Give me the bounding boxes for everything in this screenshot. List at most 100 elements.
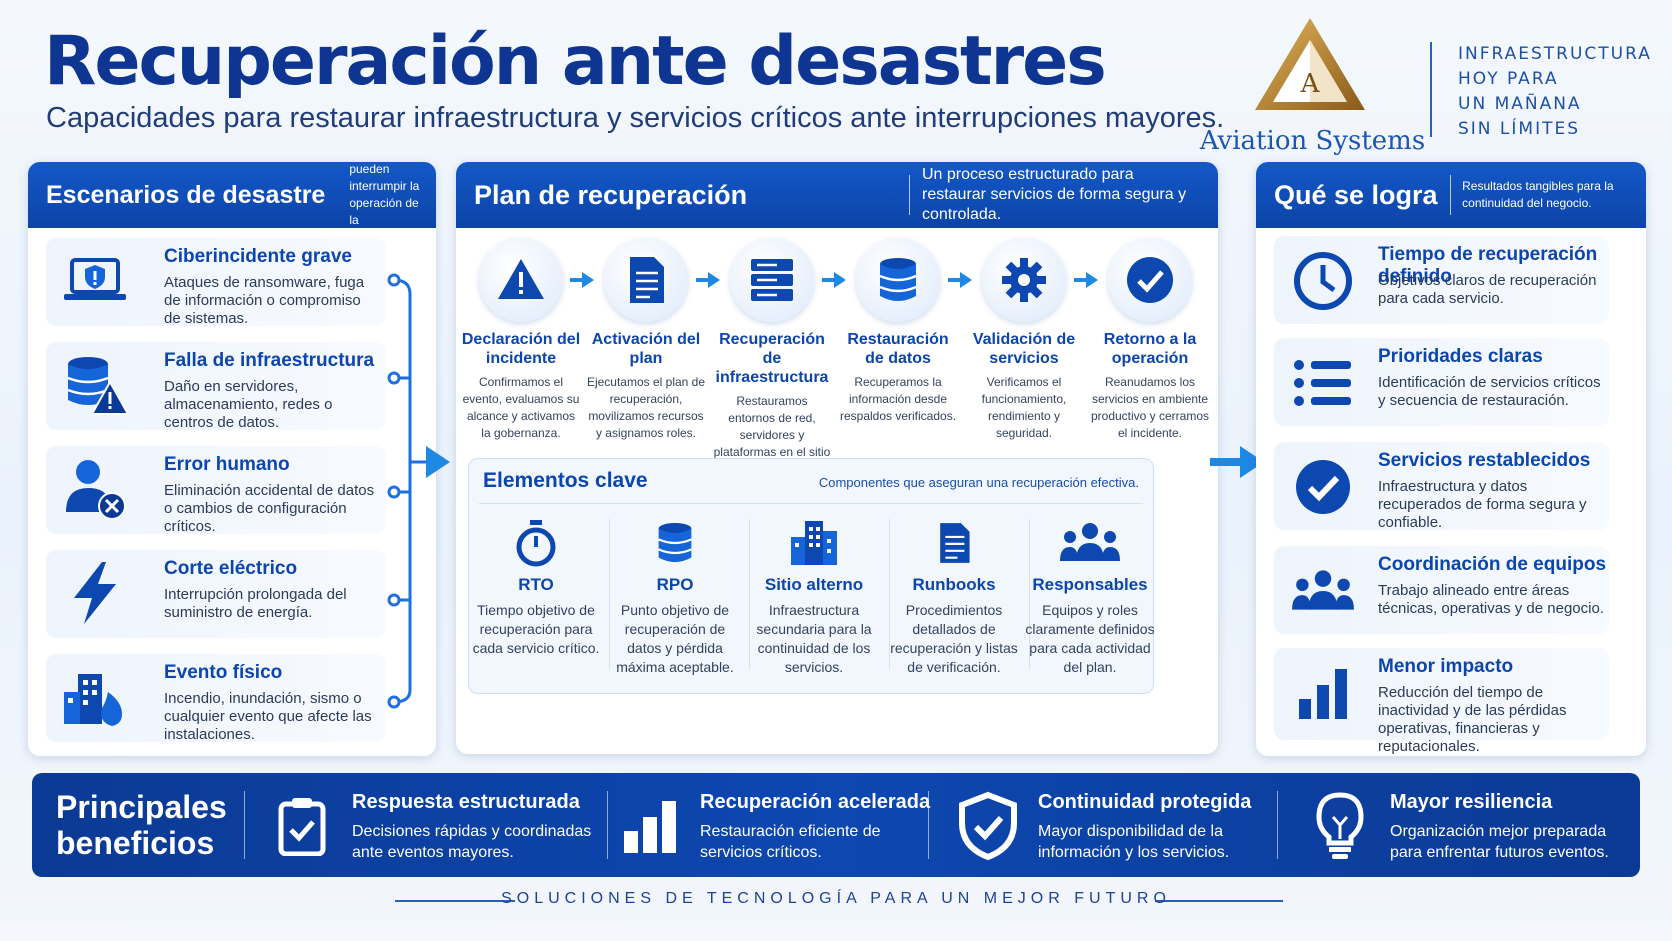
step-title: Declaración del incidente — [461, 331, 581, 367]
clipboard-check-icon — [278, 798, 326, 856]
key-element-separator — [609, 519, 610, 669]
scenarios-header: Escenarios de desastre Eventos que puede… — [28, 162, 436, 244]
scenarios-title: Escenarios de desastre — [46, 180, 326, 209]
tagline-line: UN MAÑANA — [1458, 94, 1582, 114]
plan-description: Un proceso estructurado para restaurar s… — [921, 166, 1187, 223]
scenario-desc: Incendio, inundación, sismo o cualquier … — [164, 690, 372, 743]
scenario-item: Ciberincidente grave Ataques de ransomwa… — [46, 238, 386, 327]
achievement-item: Menor impacto Reducción del tiempo de in… — [1274, 648, 1609, 755]
step-desc: Reanudamos los servicios en ambiente pro… — [1090, 375, 1210, 440]
database-icon — [879, 258, 917, 301]
step-title: Activación del plan — [591, 331, 701, 367]
benefits-title-text: Principales beneficios — [56, 789, 227, 861]
key-element-separator — [749, 519, 750, 669]
key-element: Sitio alterno Infraestructura secundaria… — [749, 515, 879, 677]
plan-step: Activación del plan Ejecutamos el plan d… — [586, 238, 706, 442]
achievements-description: Resultados tangibles para la continuidad… — [1462, 179, 1614, 210]
key-elements-title: Elementos clave — [483, 469, 648, 492]
plan-panel: Plan de recuperación Un proceso estructu… — [456, 162, 1218, 754]
user-error-icon — [66, 460, 126, 520]
achievement-desc: Trabajo alineado entre áreas técnicas, o… — [1378, 582, 1604, 617]
key-element-desc: Tiempo objetivo de recuperación para cad… — [472, 602, 600, 656]
brand-name: Aviation Systems — [1199, 126, 1426, 156]
list-icon — [1294, 360, 1351, 406]
scenario-title: Evento físico — [164, 662, 283, 683]
plan-step: Validación de servicios Verificamos el f… — [964, 238, 1084, 442]
plan-title: Plan de recuperación — [474, 179, 748, 210]
step-title: Restauración de datos — [847, 331, 949, 367]
benefit-title: Mayor resiliencia — [1390, 791, 1553, 813]
step-icon-circle — [856, 238, 940, 322]
scenarios-description: Eventos que pueden interrumpir la operac… — [349, 162, 421, 244]
key-elements-box: Elementos clave Componentes que aseguran… — [468, 458, 1155, 694]
key-element-title: Sitio alterno — [764, 575, 864, 594]
scenario-connector — [387, 273, 450, 709]
flow-arrow-icon — [1210, 446, 1264, 478]
lightning-icon — [74, 562, 116, 624]
stopwatch-icon — [516, 520, 556, 567]
brand-tagline: INFRAESTRUCTURA HOY PARA UN MAÑANA SIN L… — [1458, 42, 1652, 142]
achievement-item: Servicios restablecidos Infraestructura … — [1274, 442, 1609, 531]
team-icon — [1060, 523, 1120, 561]
step-arrow-icon — [1074, 272, 1098, 288]
step-title: Retorno a la operación — [1103, 331, 1197, 367]
step-icon-circle — [1108, 238, 1192, 322]
benefit-desc: Mayor disponibilidad de la información y… — [1038, 823, 1230, 861]
plan-header: Plan de recuperación Un proceso estructu… — [456, 162, 1218, 228]
plan-step: Declaración del incidente Confirmamos el… — [461, 238, 581, 442]
plan-step: Retorno a la operación Reanudamos los se… — [1090, 238, 1210, 442]
shield-check-icon — [959, 791, 1017, 861]
achievement-desc: Objetivos claros de recuperación para ca… — [1378, 272, 1597, 307]
benefits-separator — [928, 791, 929, 859]
scenario-desc: Interrupción prolongada del suministro d… — [164, 586, 347, 621]
footer-slogan: SOLUCIONES DE TECNOLOGÍA PARA UN MEJOR F… — [501, 890, 1171, 907]
key-element-separator — [1029, 519, 1030, 669]
step-desc: Verificamos el funcionamiento, rendimien… — [981, 375, 1067, 440]
scenario-title: Falla de infraestructura — [164, 350, 375, 371]
key-element-title: RTO — [518, 575, 554, 594]
step-arrow-icon — [696, 272, 720, 288]
step-title: Recuperación de infraestructura — [715, 331, 829, 386]
buildings-icon — [791, 521, 837, 565]
achievements-title: Qué se logra — [1274, 179, 1438, 210]
tagline-line: INFRAESTRUCTURA — [1458, 44, 1652, 64]
benefit-title: Recuperación acelerada — [700, 791, 931, 813]
plan-step: Restauración de datos Recuperamos la inf… — [838, 238, 958, 425]
lightbulb-icon — [1316, 792, 1364, 859]
benefit-desc: Restauración eficiente de servicios crít… — [700, 823, 881, 861]
header-separator — [1449, 175, 1451, 215]
achievement-title: Menor impacto — [1378, 656, 1514, 677]
plan-step: Recuperación de infraestructura Restaura… — [712, 238, 832, 478]
logo-triangle-icon: A — [1255, 18, 1365, 110]
logo-divider — [1430, 42, 1432, 137]
scenario-title: Ciberincidente grave — [164, 246, 352, 267]
scenario-item: Error humano Eliminación accidental de d… — [46, 446, 386, 535]
page-subtitle: Capacidades para restaurar infraestructu… — [46, 102, 1225, 134]
step-icon-circle — [604, 238, 688, 322]
achievement-desc: Infraestructura y datos recuperados de f… — [1378, 478, 1587, 531]
step-arrow-icon — [822, 272, 846, 288]
key-element-desc: Infraestructura secundaria para la conti… — [756, 602, 872, 675]
step-title: Validación de servicios — [972, 331, 1076, 367]
tagline-line: HOY PARA — [1458, 69, 1559, 89]
achievement-title: Tiempo de recuperación definido — [1378, 244, 1598, 287]
step-arrow-icon — [948, 272, 972, 288]
scenario-item: Corte eléctrico Interrupción prolongada … — [46, 550, 386, 638]
key-element: RPO Punto objetivo de recuperación de da… — [610, 515, 740, 677]
achievement-item: Coordinación de equipos Trabajo alineado… — [1274, 546, 1609, 634]
building-fire-icon — [64, 674, 122, 726]
achievement-item: Tiempo de recuperación definido Objetivo… — [1274, 236, 1609, 324]
scenario-desc: Daño en servidores, almacenamiento, rede… — [164, 378, 333, 431]
check-circle-icon — [1296, 460, 1350, 514]
document-icon — [940, 523, 970, 563]
key-element-desc: Punto objetivo de recuperación de datos … — [616, 602, 734, 675]
key-element-title: Runbooks — [912, 575, 996, 594]
key-element: RTO Tiempo objetivo de recuperación para… — [471, 515, 601, 658]
footer-line-right — [1155, 900, 1283, 902]
achievement-title: Servicios restablecidos — [1378, 450, 1591, 471]
step-icon-circle — [730, 238, 814, 322]
step-desc: Confirmamos el evento, evaluamos su alca… — [462, 375, 580, 440]
scenarios-panel: Escenarios de desastre Eventos que puede… — [28, 162, 436, 756]
benefit-title: Continuidad protegida — [1038, 791, 1252, 813]
benefit-desc: Decisiones rápidas y coordinadas ante ev… — [352, 823, 592, 861]
